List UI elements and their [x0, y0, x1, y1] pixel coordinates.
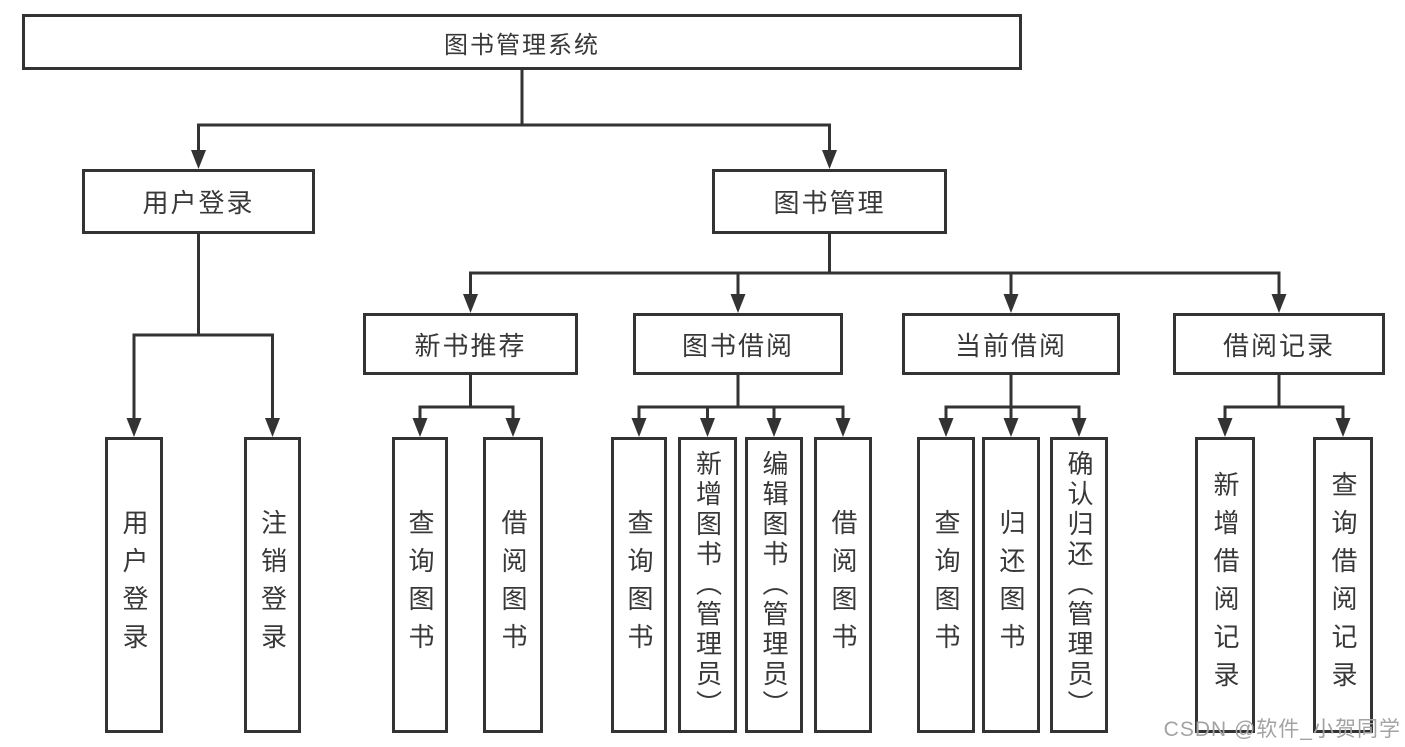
- edges-from-user-login: [126, 234, 280, 437]
- node-label: 图书管理系统: [444, 31, 600, 59]
- node-label: 确认归还（管理员）: [1064, 450, 1094, 720]
- node-label: 借阅图书: [498, 509, 528, 661]
- node-logout-action: 注销登录: [244, 437, 301, 733]
- node-label: 查询图书: [624, 509, 654, 661]
- node-book-borrowing: 图书借阅: [633, 313, 843, 375]
- node-label: 图书管理: [773, 188, 886, 218]
- node-return-books: 归还图书: [982, 437, 1040, 733]
- node-borrowing-records: 借阅记录: [1173, 313, 1385, 375]
- node-new-book-recommend: 新书推荐: [363, 313, 578, 375]
- node-label: 查询图书: [405, 509, 435, 661]
- arrowhead: [700, 418, 715, 437]
- node-label: 用户登录: [142, 188, 255, 218]
- node-label: 借阅图书: [828, 509, 858, 661]
- arrowhead: [1003, 294, 1019, 313]
- arrowhead: [822, 150, 837, 169]
- node-label: 归还图书: [996, 509, 1026, 661]
- node-label: 用户登录: [119, 509, 149, 661]
- node-label: 新增借阅记录: [1210, 471, 1240, 699]
- arrowhead: [938, 418, 954, 437]
- node-label: 注销登录: [257, 509, 288, 661]
- node-label: 新书推荐: [414, 330, 527, 361]
- arrowhead: [505, 418, 521, 437]
- node-add-borrow-record: 新增借阅记录: [1195, 437, 1255, 733]
- arrowhead: [1271, 294, 1287, 313]
- node-label: 编辑图书（管理员）: [759, 450, 789, 720]
- node-user-login: 用户登录: [82, 169, 315, 234]
- edges-from-current-borrowing: [938, 375, 1087, 437]
- node-user-login-action: 用户登录: [105, 437, 163, 733]
- arrowhead: [631, 418, 647, 437]
- arrowhead: [126, 418, 142, 437]
- arrowhead: [730, 294, 746, 313]
- arrowhead: [1071, 418, 1087, 437]
- arrowhead: [412, 418, 428, 437]
- edges-from-root: [191, 70, 837, 169]
- node-query-books-current: 查询图书: [917, 437, 975, 733]
- node-query-books-recommend: 查询图书: [392, 437, 448, 733]
- node-query-borrow-record: 查询借阅记录: [1313, 437, 1373, 733]
- arrowhead: [766, 418, 782, 437]
- node-book-management: 图书管理: [712, 169, 947, 234]
- arrowhead: [835, 418, 851, 437]
- node-book-management-system: 图书管理系统: [22, 14, 1022, 70]
- node-add-books-admin: 新增图书（管理员）: [678, 437, 737, 733]
- arrowhead: [1217, 418, 1233, 437]
- node-label: 借阅记录: [1222, 330, 1335, 361]
- arrowhead: [1003, 418, 1019, 437]
- node-label: 查询借阅记录: [1328, 471, 1358, 699]
- edges-from-borrowing-records: [1217, 375, 1351, 437]
- node-current-borrowing: 当前借阅: [902, 313, 1120, 375]
- node-edit-books-admin: 编辑图书（管理员）: [745, 437, 803, 733]
- node-label: 新增图书（管理员）: [692, 450, 723, 720]
- node-query-books-borrowing: 查询图书: [611, 437, 667, 733]
- node-confirm-return-admin: 确认归还（管理员）: [1050, 437, 1108, 733]
- arrowhead: [191, 150, 206, 169]
- edges-from-book-borrowing: [631, 375, 851, 437]
- node-borrow-books-recommend: 借阅图书: [483, 437, 543, 733]
- arrowhead: [463, 294, 478, 313]
- edges-from-book-management: [463, 234, 1287, 313]
- node-borrow-books-borrowing: 借阅图书: [814, 437, 872, 733]
- arrowhead: [1335, 418, 1351, 437]
- arrowhead: [265, 418, 280, 437]
- node-label: 当前借阅: [954, 330, 1067, 361]
- node-label: 查询图书: [931, 509, 961, 661]
- csdn-watermark: CSDN @软件_小贺同学: [1163, 718, 1401, 741]
- node-label: 图书借阅: [681, 330, 794, 361]
- edges-from-new-book-recommend: [412, 375, 521, 437]
